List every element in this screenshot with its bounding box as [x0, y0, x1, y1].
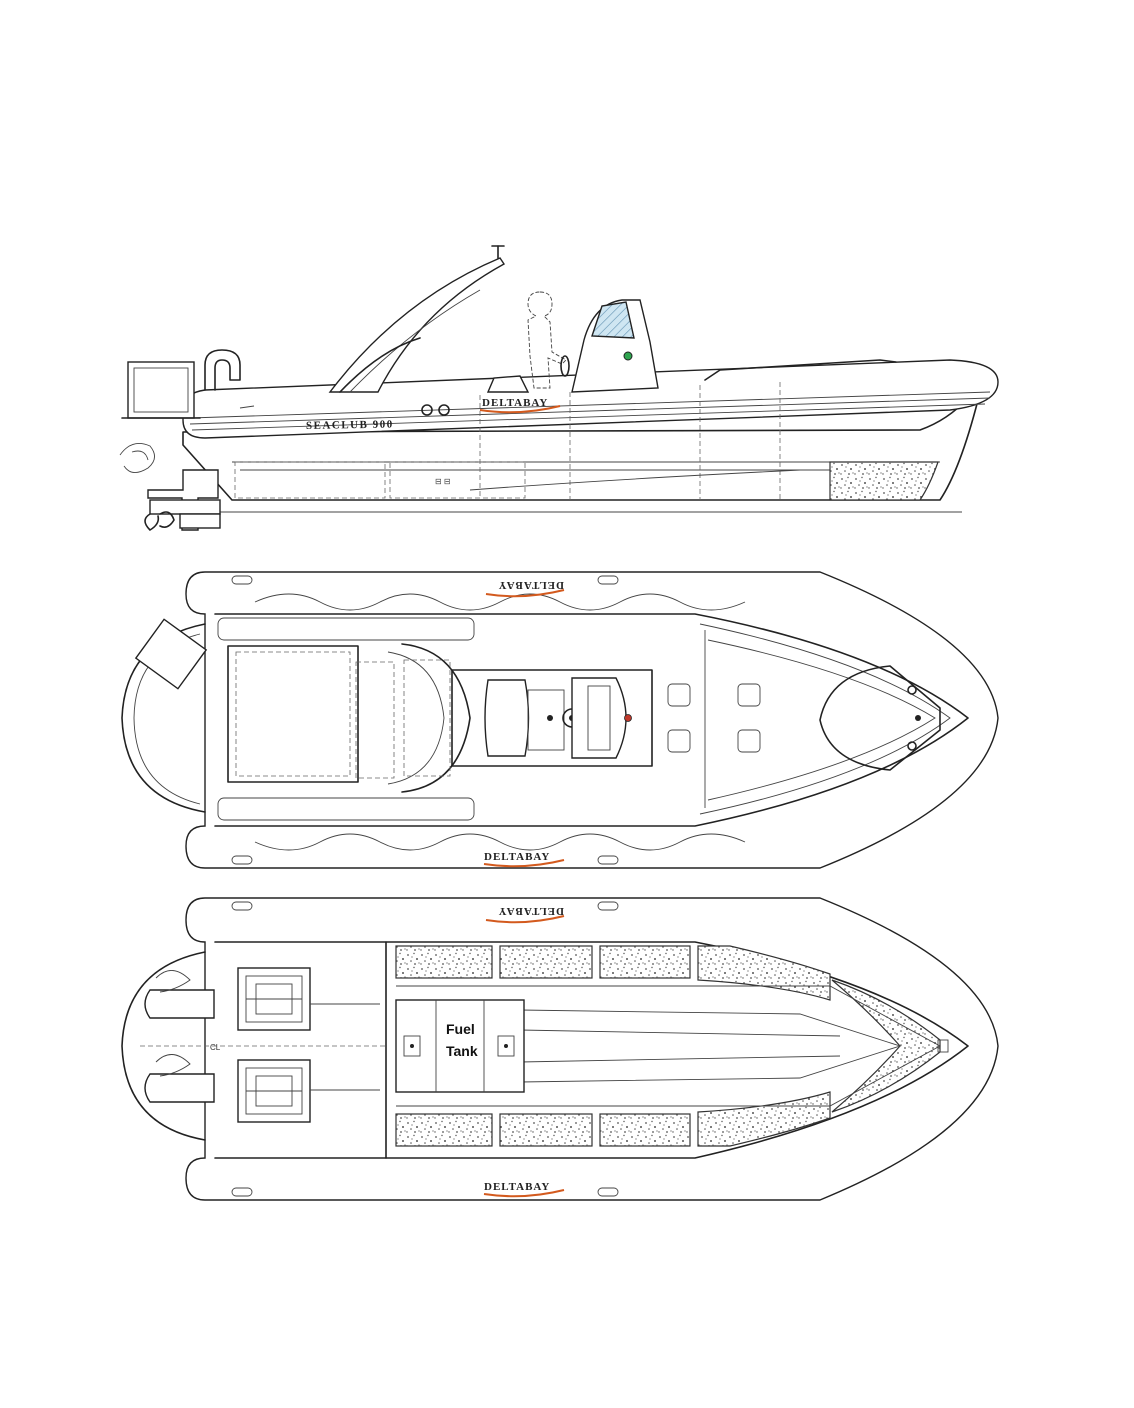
side-hull: [182, 397, 979, 501]
deck-brand-bottom: DELTABAY: [484, 851, 550, 863]
fuel-tank: [395, 999, 525, 1093]
side-tube: [182, 359, 999, 439]
hull-brand-top: DELTABAY: [498, 905, 564, 917]
deck-brand-top: DELTABAY: [498, 579, 564, 591]
foam-block: [395, 945, 493, 979]
side-model: SEACLUB 900: [306, 418, 394, 432]
deck-plan-view: DELTABAY DELTABAY: [121, 571, 999, 869]
side-brand: DELTABAY: [482, 397, 548, 409]
engine-port: [144, 967, 380, 1031]
swim-platform: [127, 361, 195, 419]
person-silhouette: [527, 291, 567, 389]
fuel-tank-mark-text: ⊟ ⊟: [435, 477, 451, 486]
fuel-tank-label-line2: Tank: [446, 1043, 478, 1059]
deck-console: [451, 669, 653, 767]
engine-starboard: [144, 1054, 380, 1123]
side-view: ⊟ ⊟ DELTABAY SEACLUB 900: [119, 245, 999, 531]
hull-plan-view: Fuel Tank CL DELTABAY D: [121, 897, 999, 1201]
t-top-arch: [328, 257, 506, 393]
centerline-label: CL: [210, 1043, 221, 1052]
side-outboard-motor: [119, 443, 221, 531]
fuel-tank-label-line1: Fuel: [446, 1021, 475, 1037]
windshield-glass: [591, 301, 635, 339]
hull-tube-outline: [185, 897, 999, 1201]
hull-brand-bottom: DELTABAY: [484, 1181, 550, 1193]
nav-light: [623, 351, 633, 361]
